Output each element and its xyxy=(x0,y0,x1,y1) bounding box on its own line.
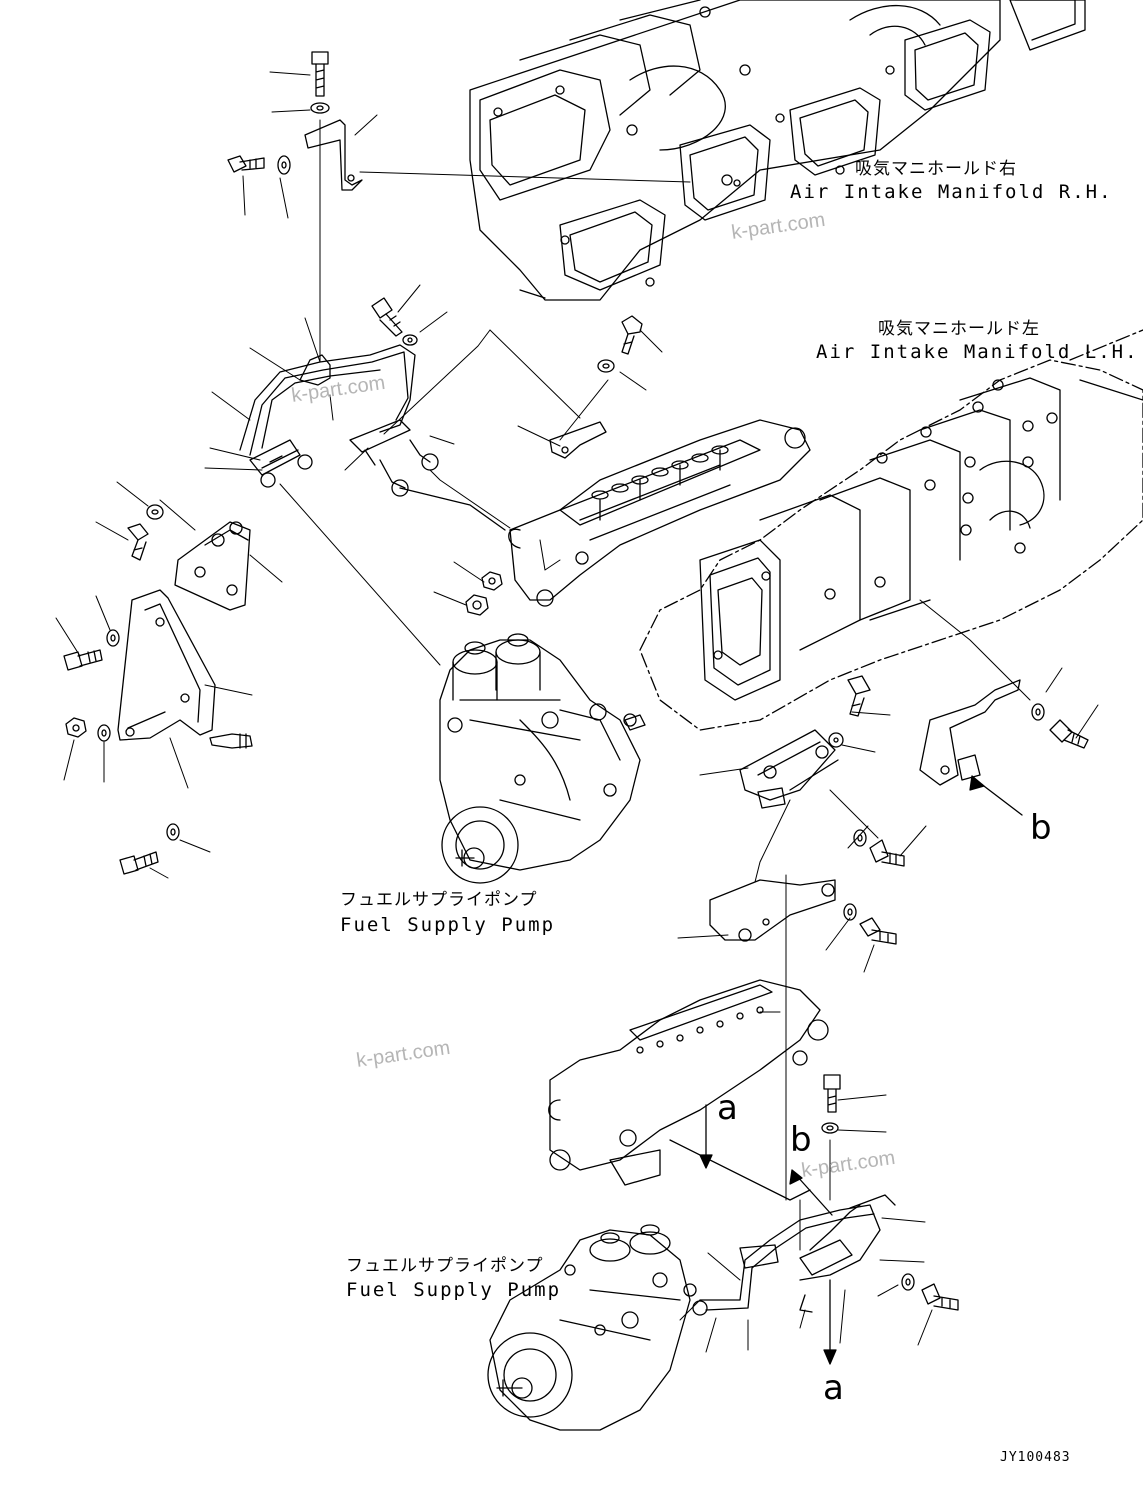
bolt xyxy=(823,1074,841,1113)
washer xyxy=(277,155,291,175)
bolt xyxy=(371,297,403,337)
common-rail-upper xyxy=(508,419,811,607)
manifold-rh-label-en: Air Intake Manifold R.H. xyxy=(790,181,1113,203)
manifold-lh-label-en: Air Intake Manifold L.H. xyxy=(816,341,1139,363)
washer xyxy=(828,732,844,748)
fuel-pump-lower-label-en: Fuel Supply Pump xyxy=(346,1279,562,1301)
brackets xyxy=(117,119,1021,942)
washer xyxy=(146,504,164,520)
drawing-code: JY100483 xyxy=(1000,1450,1071,1465)
washer xyxy=(853,829,867,847)
washer xyxy=(97,724,111,742)
top-bracket xyxy=(304,119,363,191)
reference-b-right: b xyxy=(1030,808,1052,848)
manifold-rh-label-jp: 吸気マニホールド右 xyxy=(855,159,1017,179)
fuel-pump-upper-label-jp: フュエルサプライポンプ xyxy=(340,890,538,910)
washer xyxy=(310,102,330,114)
lower-bracket xyxy=(709,879,836,941)
nut xyxy=(481,571,503,591)
washer xyxy=(843,903,857,921)
rail-clamp xyxy=(549,421,607,459)
fasteners xyxy=(63,51,1089,1311)
bolt xyxy=(621,315,643,355)
fuel-pump-lower-label-jp: フュエルサプライポンプ xyxy=(346,1256,544,1276)
washer xyxy=(402,334,418,346)
leader-lines xyxy=(55,71,1099,1353)
bolt xyxy=(869,839,905,867)
reference-a-top: a xyxy=(717,1088,738,1128)
long-left-bracket xyxy=(117,589,216,741)
bolt xyxy=(859,917,897,945)
bolt xyxy=(1049,719,1089,749)
mid-left-plate xyxy=(174,521,251,611)
bolt xyxy=(119,851,159,875)
nut xyxy=(465,594,489,616)
bolt xyxy=(847,675,871,717)
nut xyxy=(65,717,87,738)
right-bracket-b xyxy=(919,679,1021,786)
bolt xyxy=(63,649,103,671)
bolt xyxy=(127,523,149,561)
bolt xyxy=(921,1283,959,1311)
fuel-pump-upper-label-en: Fuel Supply Pump xyxy=(340,914,556,936)
air-intake-manifold-lh xyxy=(639,329,1143,731)
mid-right-bracket xyxy=(739,729,836,801)
bolt xyxy=(311,51,329,97)
washer xyxy=(1031,703,1045,721)
fuel-supply-pump-upper xyxy=(439,633,646,884)
reference-b-lower: b xyxy=(790,1120,812,1160)
fuel-pipe-assembly-lower xyxy=(692,1194,896,1316)
bolt xyxy=(227,155,265,173)
reference-arrows xyxy=(699,775,1023,1365)
washer xyxy=(166,823,180,841)
fuel-supply-pump-lower xyxy=(487,1224,697,1431)
washer xyxy=(821,1122,839,1134)
air-intake-manifold-rh xyxy=(469,0,1086,301)
fuel-pipe-assembly-upper xyxy=(239,344,506,531)
washer xyxy=(901,1273,915,1291)
washer xyxy=(106,629,120,647)
reference-a-bottom: a xyxy=(823,1368,844,1408)
manifold-lh-label-jp: 吸気マニホールド左 xyxy=(878,319,1040,339)
washer xyxy=(597,359,615,373)
